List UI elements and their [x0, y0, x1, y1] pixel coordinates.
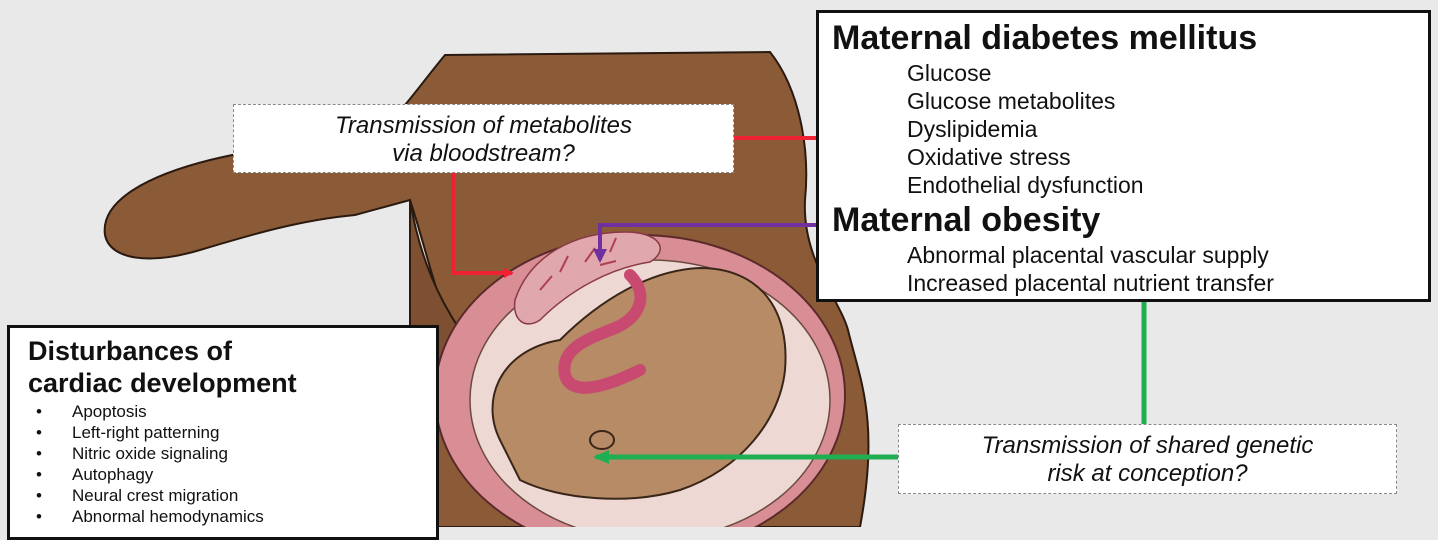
obesity-item: Increased placental nutrient transfer: [907, 269, 1274, 297]
metabolites-question-line1: Transmission of metabolites: [234, 112, 733, 140]
diabetes-item: Dyslipidemia: [907, 115, 1144, 143]
list-item: •Autophagy: [10, 464, 264, 485]
bullet: •: [10, 464, 72, 485]
cardiac-title-line2: cardiac development: [28, 368, 297, 398]
obesity-item: Abnormal placental vascular supply: [907, 241, 1274, 269]
bullet: •: [10, 422, 72, 443]
cardiac-title-line1: Disturbances of: [28, 336, 232, 366]
cardiac-item: Abnormal hemodynamics: [72, 506, 264, 527]
genetic-question-line1: Transmission of shared genetic: [899, 432, 1396, 460]
diabetes-item: Oxidative stress: [907, 143, 1144, 171]
obesity-list: Abnormal placental vascular supply Incre…: [907, 241, 1274, 297]
list-item: •Abnormal hemodynamics: [10, 506, 264, 527]
diabetes-item: Endothelial dysfunction: [907, 171, 1144, 199]
diabetes-item: Glucose: [907, 59, 1144, 87]
cardiac-item: Autophagy: [72, 464, 153, 485]
bullet: •: [10, 443, 72, 464]
list-item: •Neural crest migration: [10, 485, 264, 506]
cardiac-list: •Apoptosis •Left-right patterning •Nitri…: [10, 401, 264, 527]
cardiac-item: Left-right patterning: [72, 422, 219, 443]
maternal-conditions-box: Maternal diabetes mellitus Glucose Gluco…: [816, 10, 1431, 302]
obesity-title: Maternal obesity: [832, 200, 1100, 240]
cardiac-item: Nitric oxide signaling: [72, 443, 228, 464]
diabetes-list: Glucose Glucose metabolites Dyslipidemia…: [907, 59, 1144, 199]
cardiac-item: Apoptosis: [72, 401, 147, 422]
diabetes-title: Maternal diabetes mellitus: [832, 18, 1257, 58]
list-item: •Left-right patterning: [10, 422, 264, 443]
metabolites-question-line2: via bloodstream?: [234, 140, 733, 168]
list-item: •Nitric oxide signaling: [10, 443, 264, 464]
genetic-question-box: Transmission of shared genetic risk at c…: [898, 424, 1397, 494]
diabetes-item: Glucose metabolites: [907, 87, 1144, 115]
bullet: •: [10, 506, 72, 527]
cardiac-item: Neural crest migration: [72, 485, 238, 506]
cardiac-development-box: Disturbances of cardiac development •Apo…: [7, 325, 439, 540]
list-item: •Apoptosis: [10, 401, 264, 422]
bullet: •: [10, 485, 72, 506]
metabolites-question-box: Transmission of metabolites via bloodstr…: [233, 104, 734, 173]
genetic-question-line2: risk at conception?: [899, 460, 1396, 488]
bullet: •: [10, 401, 72, 422]
